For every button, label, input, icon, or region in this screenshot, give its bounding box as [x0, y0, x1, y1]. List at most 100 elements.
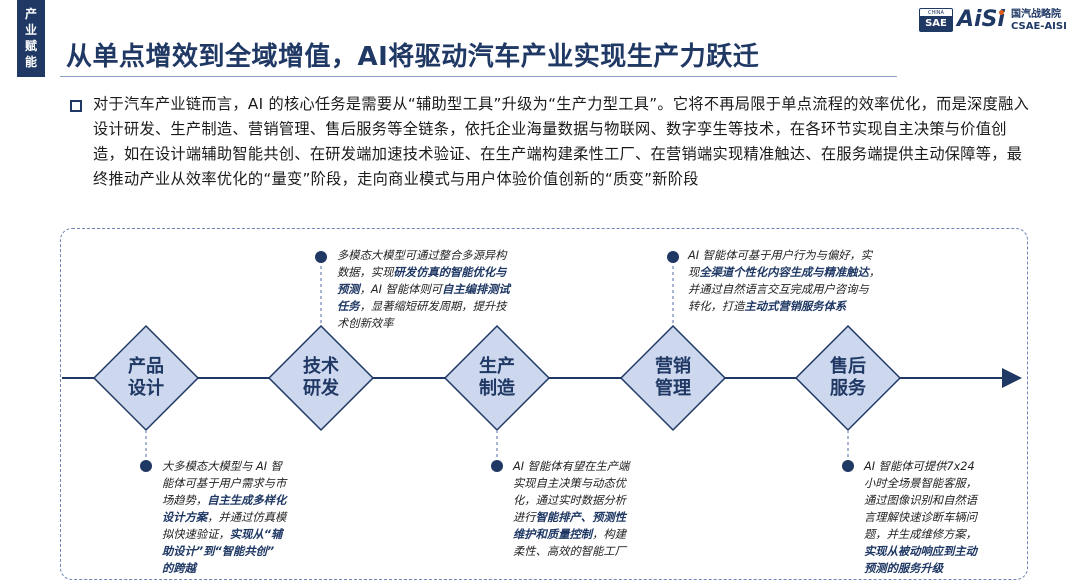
note-line: 实现自主决策与动态优 [513, 475, 673, 492]
note-line: 通过图像识别和自然语 [864, 492, 1024, 509]
note-text: 通过图像识别和自然语 [864, 494, 977, 507]
note-highlight: 任务 [337, 300, 360, 313]
note-dot-design [140, 460, 152, 472]
note-text: 转化，打造 [688, 300, 745, 313]
stage-label-line: 制造 [479, 378, 515, 399]
note-text: AI 智能体有望在生产端 [513, 460, 630, 473]
note-text: ，AI 智能体则可 [359, 283, 443, 296]
note-mkt: AI 智能体可基于用户行为与偏好，实现全渠道个性化内容生成与精准触达，并通过自然… [688, 247, 928, 315]
note-highlight: 的跨越 [162, 562, 196, 575]
note-text: 术创新效率 [337, 317, 394, 330]
note-text: 场趋势， [162, 494, 208, 507]
note-highlight: 自主生成多样化 [207, 494, 287, 507]
section-tab: 产 业 赋 能 [17, 0, 45, 77]
note-line: 预测，AI 智能体则可自主编排测试 [337, 281, 567, 298]
stage-label-line: 研发 [303, 378, 339, 399]
note-text: ，显著缩短研发周期，提升技 [359, 300, 507, 313]
note-line: AI 智能体可提供7x24 [864, 458, 1024, 475]
note-text: 进行 [513, 511, 536, 524]
org-name-en: CSAE-AISI [1011, 21, 1067, 32]
note-highlight: 维护和质量控制 [513, 528, 593, 541]
stage-label-line: 管理 [655, 378, 691, 399]
note-highlight: 预测 [337, 283, 360, 296]
note-highlight: 智能排产、预测性 [535, 511, 626, 524]
stage-label-mkt: 营销 管理 [638, 356, 708, 400]
sae-logo: CHINA SAE [919, 8, 953, 32]
stage-label-rnd: 技术 研发 [286, 356, 356, 400]
note-text: 言理解快速诊断车辆问 [864, 511, 977, 524]
note-line: 设计方案，并通过仿真模 [162, 509, 322, 526]
org-name: 国汽战略院 CSAE-AISI [1011, 9, 1067, 33]
note-text: 大多模态大模型与 AI 智 [162, 460, 282, 473]
note-highlight: 助设计”到“智能共创” [162, 545, 275, 558]
note-dot-mfg [491, 460, 503, 472]
note-highlight: 自主编排测试 [442, 283, 510, 296]
title-divider [60, 76, 897, 77]
stage-diamond-rnd [267, 324, 375, 432]
note-line: 转化，打造主动式营销服务体系 [688, 298, 928, 315]
note-rnd: 多模态大模型可通过整合多源异构数据，实现研发仿真的智能优化与预测，AI 智能体则… [337, 247, 567, 332]
note-line: 能体可基于用户需求与市 [162, 475, 322, 492]
aisi-logo: AiSi [957, 7, 1005, 32]
stage-label-svc: 售后 服务 [813, 356, 883, 400]
note-line: AI 智能体可基于用户行为与偏好，实 [688, 247, 928, 264]
note-line: 维护和质量控制，构建 [513, 526, 673, 543]
note-line: 题，并生成维修方案， [864, 526, 1024, 543]
note-highlight: 预测的服务升级 [864, 562, 944, 575]
note-line: 柔性、高效的智能工厂 [513, 543, 673, 560]
note-highlight: 主动式营销服务体系 [744, 300, 847, 313]
note-line: 大多模态大模型与 AI 智 [162, 458, 322, 475]
note-dot-svc [842, 460, 854, 472]
note-text: 现 [688, 266, 700, 279]
note-design: 大多模态大模型与 AI 智能体可基于用户需求与市场趋势，自主生成多样化设计方案，… [162, 458, 322, 577]
note-line: 预测的服务升级 [864, 560, 1024, 577]
stage-label-line: 服务 [830, 378, 866, 399]
note-text: 数据，实现 [337, 266, 394, 279]
note-highlight: 全渠道个性化内容生成与精准触达 [699, 266, 869, 279]
note-text: ，并通过仿真模 [207, 511, 287, 524]
page-title: 从单点增效到全域增值，AI将驱动汽车产业实现生产力跃迁 [66, 42, 760, 72]
section-tab-char: 业 [24, 23, 37, 37]
stage-label-mfg: 生产 制造 [462, 356, 532, 400]
note-line: 现全渠道个性化内容生成与精准触达， [688, 264, 928, 281]
section-tab-char: 能 [24, 55, 37, 69]
bullet-square-icon [70, 100, 82, 112]
note-line: 化，通过实时数据分析 [513, 492, 673, 509]
note-line: 术创新效率 [337, 315, 567, 332]
note-highlight: 实现从被动响应到主动 [864, 545, 977, 558]
org-logo: CHINA SAE AiSi 国汽战略院 CSAE-AISI [919, 6, 1074, 36]
note-text: 能体可基于用户需求与市 [162, 477, 287, 490]
note-line: 多模态大模型可通过整合多源异构 [337, 247, 567, 264]
note-line: 数据，实现研发仿真的智能优化与 [337, 264, 567, 281]
note-line: 拟快速验证，实现从“辅 [162, 526, 322, 543]
stage-label-line: 售后 [830, 356, 866, 377]
stage-label-line: 营销 [655, 356, 691, 377]
org-name-cn: 国汽战略院 [1011, 9, 1061, 20]
value-chain-panel [60, 228, 1028, 580]
sae-logo-text: SAE [920, 16, 952, 31]
note-dot-rnd [315, 251, 327, 263]
note-text: ， [868, 266, 881, 279]
note-line: 任务，显著缩短研发周期，提升技 [337, 298, 567, 315]
note-line: 场趋势，自主生成多样化 [162, 492, 322, 509]
note-highlight: 实现从“辅 [229, 528, 283, 541]
note-line: 小时全场景智能客服， [864, 475, 1024, 492]
note-highlight: 研发仿真的智能优化与 [393, 266, 507, 279]
note-text: AI 智能体可基于用户行为与偏好，实 [688, 249, 873, 262]
note-text: 题，并生成维修方案， [864, 528, 977, 541]
note-line: 言理解快速诊断车辆问 [864, 509, 1024, 526]
section-tab-char: 产 [24, 7, 37, 21]
stage-label-line: 技术 [303, 356, 339, 377]
stage-diamond-mkt [619, 324, 727, 432]
note-text: 并通过自然语言交互完成用户咨询与 [688, 283, 869, 296]
note-text: ，构建 [592, 528, 626, 541]
note-line: 实现从被动响应到主动 [864, 543, 1024, 560]
intro-paragraph: 对于汽车产业链而言，AI 的核心任务是需要从“辅助型工具”升级为“生产力型工具”… [93, 95, 1030, 188]
aisi-logo-dot [999, 10, 1004, 15]
note-line: 的跨越 [162, 560, 322, 577]
stage-label-line: 产品 [128, 356, 164, 377]
note-line: 并通过自然语言交互完成用户咨询与 [688, 281, 928, 298]
note-text: 柔性、高效的智能工厂 [513, 545, 626, 558]
note-text: 实现自主决策与动态优 [513, 477, 626, 490]
note-text: 化，通过实时数据分析 [513, 494, 626, 507]
